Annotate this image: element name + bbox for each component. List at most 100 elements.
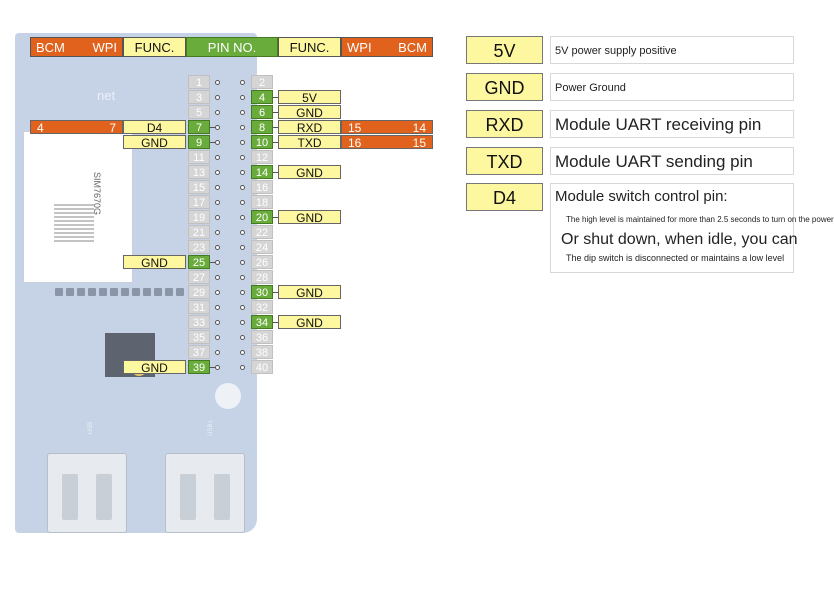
pin-5-dot (215, 110, 220, 115)
pin-28: 28 (251, 270, 273, 284)
pin-39: 39 (188, 360, 210, 374)
pin-16-dot (240, 185, 245, 190)
pin-39-func: GND (123, 360, 186, 375)
pin-2-dot (240, 80, 245, 85)
pin-10-bcm: 15 (412, 136, 426, 150)
header-bcm-left: BCM (36, 40, 65, 55)
pin-21-dot (215, 230, 220, 235)
pin-40-dot (240, 365, 245, 370)
pin-29: 29 (188, 285, 210, 299)
pin-3: 3 (188, 90, 210, 104)
pin-31-dot (215, 305, 220, 310)
legend-desc-rxd: Module UART receiving pin (555, 115, 762, 134)
pin-7-bcm: 4 (37, 121, 44, 135)
legend-desc-txd: Module UART sending pin (555, 152, 753, 171)
pin-8-func: RXD (278, 120, 341, 135)
pin-18: 18 (251, 195, 273, 209)
usb-label: USB (88, 421, 95, 435)
legend-tag-gnd: GND (466, 73, 543, 101)
legend-frame-rxd (550, 110, 794, 138)
pin-10-dot (240, 140, 245, 145)
pin-19: 19 (188, 210, 210, 224)
pin-28-dot (240, 275, 245, 280)
net-label: net (97, 88, 116, 103)
pin-23: 23 (188, 240, 210, 254)
pin-18-dot (240, 200, 245, 205)
pin-21: 21 (188, 225, 210, 239)
header-pin-no: PIN NO. (186, 37, 278, 57)
pin-8-leader (273, 127, 279, 128)
pin-30-func: GND (278, 285, 341, 300)
pin-30: 30 (251, 285, 273, 299)
pin-34-dot (240, 320, 245, 325)
pin-36-dot (240, 335, 245, 340)
header-left-ids: BCM WPI (30, 37, 123, 57)
pin-17-dot (215, 200, 220, 205)
legend-note-1: Or shut down, when idle, you can (561, 231, 798, 248)
pin-34-func: GND (278, 315, 341, 330)
pin-8-bcm: 14 (412, 121, 426, 135)
pin-29-dot (215, 290, 220, 295)
pin-14-func: GND (278, 165, 341, 180)
usb-port (47, 453, 127, 533)
pin-4-leader (273, 97, 279, 98)
header-right-ids: WPI BCM (341, 37, 433, 57)
pcb-board: net SIM7670G USB USB1 (15, 33, 257, 533)
legend-note-0: The high level is maintained for more th… (566, 215, 834, 224)
pin-10-wpi: 16 (348, 136, 362, 150)
pin-35-dot (215, 335, 220, 340)
pin-6: 6 (251, 105, 273, 119)
pin-4: 4 (251, 90, 273, 104)
pin-27-dot (215, 275, 220, 280)
pin-1-dot (215, 80, 220, 85)
qr-code (54, 202, 94, 242)
pin-31: 31 (188, 300, 210, 314)
pin-38-dot (240, 350, 245, 355)
usb1-label: USB1 (207, 420, 214, 436)
pin-3-dot (215, 95, 220, 100)
header-func-right: FUNC. (278, 37, 341, 57)
pin-9-leader (210, 142, 216, 143)
header-bcm-right: BCM (398, 40, 427, 55)
header-func-right-label: FUNC. (289, 40, 330, 55)
pin-22-dot (240, 230, 245, 235)
pin-10-leader (273, 142, 279, 143)
legend-desc-gnd: Power Ground (555, 82, 626, 94)
pin-19-dot (215, 215, 220, 220)
pin-12-dot (240, 155, 245, 160)
legend-tag-d4: D4 (466, 183, 543, 211)
pin-1: 1 (188, 75, 210, 89)
pin-24-dot (240, 245, 245, 250)
legend-frame-5v (550, 36, 794, 64)
pin-6-leader (273, 112, 279, 113)
module-label: SIM7670G (92, 172, 102, 216)
pin-15-dot (215, 185, 220, 190)
pin-7-leader (210, 127, 216, 128)
pin-40: 40 (251, 360, 273, 374)
pin-4-dot (240, 95, 245, 100)
legend-frame-d4 (550, 183, 794, 273)
pin-39-leader (210, 367, 216, 368)
pin-12: 12 (251, 150, 273, 164)
pin-33: 33 (188, 315, 210, 329)
pin-20-dot (240, 215, 245, 220)
pin-8: 8 (251, 120, 273, 134)
usb-port-1 (165, 453, 245, 533)
pin-35: 35 (188, 330, 210, 344)
header-wpi-left: WPI (92, 40, 117, 55)
legend-tag-5v: 5V (466, 36, 543, 64)
pin-7-func: D4 (123, 120, 186, 135)
header-wpi-right: WPI (347, 40, 372, 55)
pin-25: 25 (188, 255, 210, 269)
pin-38: 38 (251, 345, 273, 359)
pin-9: 9 (188, 135, 210, 149)
pin-36: 36 (251, 330, 273, 344)
pin-7-wpi: 7 (109, 121, 116, 135)
legend-tag-txd: TXD (466, 147, 543, 175)
pin-10-func: TXD (278, 135, 341, 150)
pin-11-dot (215, 155, 220, 160)
pin-2: 2 (251, 75, 273, 89)
pin-37: 37 (188, 345, 210, 359)
